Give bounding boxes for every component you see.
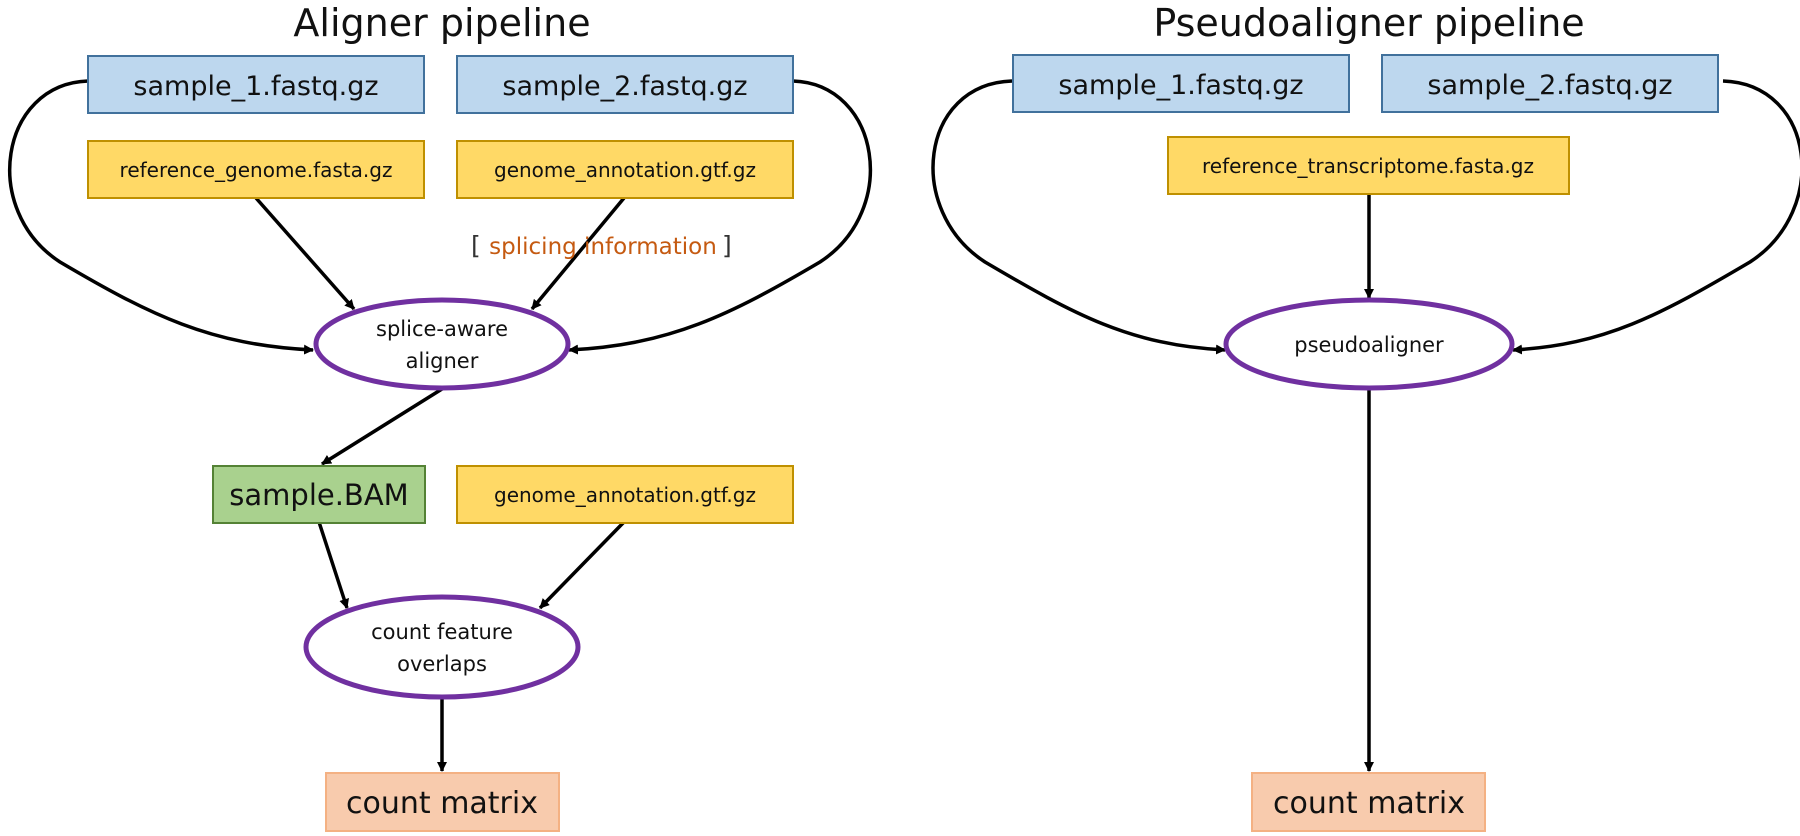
reference-genome-box [87, 140, 425, 199]
splicing-information-note: splicing information [489, 234, 717, 260]
sample2-fastq-label: sample_2.fastq.gz [502, 71, 747, 102]
pseudoaligner-label: pseudoaligner [1294, 333, 1444, 357]
edge-reference-genome-to-aligner [254, 196, 356, 311]
pseudoaligner-node [1223, 297, 1515, 391]
aligner-pipeline: Aligner pipeline sample_1.fastq.gz sampl… [8, 1, 873, 832]
sample2-fastq-box [456, 55, 794, 114]
genome-annotation-label: genome_annotation.gtf.gz [494, 158, 756, 182]
pseudo-count-matrix-box [1251, 772, 1486, 832]
sample1-fastq-label: sample_1.fastq.gz [133, 71, 378, 102]
edge-bam-to-count [317, 521, 349, 609]
pseudo-sample2-fastq-label: sample_2.fastq.gz [1427, 70, 1672, 101]
genome-annotation-box [456, 140, 794, 199]
pseudo-sample1-fastq-box [1012, 54, 1350, 113]
genome-annotation-2-box [456, 465, 794, 524]
sample1-fastq-box [87, 55, 425, 114]
edge-pseudo-sample2-to-pseudoaligner [1512, 79, 1800, 355]
edge-aligner-to-bam [321, 387, 443, 466]
edge-sample2-to-aligner [568, 79, 873, 355]
edge-genome-annotation-to-aligner [530, 196, 626, 311]
edge-pseudo-sample1-to-pseudoaligner [931, 79, 1226, 355]
genome-annotation-2-label: genome_annotation.gtf.gz [494, 483, 756, 507]
aligner-count-matrix-box [325, 772, 560, 832]
aligner-count-matrix-label: count matrix [346, 786, 538, 821]
sample-bam-label: sample.BAM [229, 478, 408, 512]
edge-annotation-to-count [538, 520, 626, 610]
count-feature-overlaps-line1: count feature [371, 620, 513, 644]
pseudo-sample2-fastq-box [1381, 54, 1719, 113]
pseudo-count-matrix-label: count matrix [1273, 786, 1465, 821]
pseudoaligner-pipeline: Pseudoaligner pipeline sample_1.fastq.gz… [931, 1, 1800, 832]
note-open-bracket: [ [471, 231, 481, 260]
splice-aware-aligner-node [313, 297, 571, 391]
splice-aware-aligner-line1: splice-aware [376, 317, 508, 341]
note-close-bracket: ] [722, 231, 732, 260]
pseudoaligner-pipeline-title: Pseudoaligner pipeline [1153, 1, 1584, 45]
reference-genome-label: reference_genome.fasta.gz [120, 158, 393, 182]
reference-transcriptome-label: reference_transcriptome.fasta.gz [1202, 154, 1534, 178]
reference-transcriptome-box [1167, 136, 1570, 195]
count-feature-overlaps-node [303, 594, 581, 700]
pseudo-sample1-fastq-label: sample_1.fastq.gz [1058, 70, 1303, 101]
count-feature-overlaps-line2: overlaps [397, 652, 487, 676]
aligner-pipeline-title: Aligner pipeline [293, 1, 590, 45]
edge-sample1-to-aligner [8, 79, 314, 355]
splice-aware-aligner-line2: aligner [406, 349, 479, 373]
sample-bam-box [212, 465, 426, 524]
